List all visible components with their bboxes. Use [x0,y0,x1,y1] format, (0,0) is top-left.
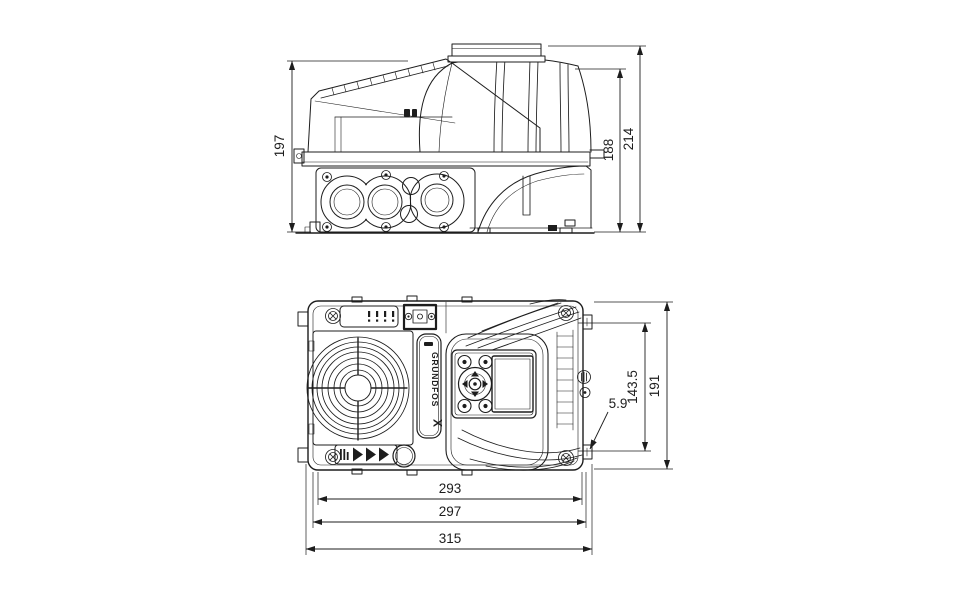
home-button [478,354,493,370]
dimension-5-9: 5.9 [589,396,628,450]
cooling-fan [306,330,414,446]
control-keypad [445,333,549,471]
dim-label-214: 214 [621,127,636,150]
dimension-188: 188 [575,68,646,233]
power-connector [402,303,438,331]
grundfos-logo-mark-icon: X [431,419,445,427]
dpad [457,366,493,402]
cable-gland-holes [329,177,454,223]
terminal-box [315,167,476,233]
terminal-box-screws [322,170,449,232]
dim-label-143-5: 143.5 [625,370,640,404]
cable-knockout-inner [395,447,413,465]
cover-vent-slats [331,62,436,96]
top-view-drawing: GRUNDFOS X [297,295,673,555]
ok-button [468,377,482,391]
function-buttons [457,354,493,414]
grundfos-logo-strip: GRUNDFOS X [416,333,445,439]
dim-label-293: 293 [439,481,462,496]
dpad-down-arrow-icon [471,391,479,397]
dim-label-5-9: 5.9 [609,396,628,411]
help-button [457,398,472,414]
display-screen-inner [494,358,531,410]
dpad-right-arrow-icon [482,380,488,388]
grundfos-logo: GRUNDFOS [430,352,440,407]
terminal-pins [368,311,395,322]
dim-label-315: 315 [439,531,462,546]
triple-arrow-icon [353,447,389,462]
cable-knockout [392,444,416,468]
flange-band [293,148,605,167]
menu-button [457,354,472,370]
control-cover [307,58,541,153]
side-view-drawing: 197 188 214 [272,43,646,234]
housing-ribs [457,299,583,471]
direction-label [334,444,398,465]
dim-label-188: 188 [601,139,616,162]
dimension-143-5: 143.5 [578,322,651,452]
back-button [478,398,493,414]
drain-hole-icon [579,387,591,398]
motor-fin-housing [418,57,592,153]
dim-label-191: 191 [647,375,662,398]
base-line [295,221,595,234]
motor-foot [469,165,593,234]
side-rib-ladder [556,329,574,431]
display-screen [491,355,534,413]
signal-terminal-strip [339,303,438,331]
dimension-191: 191 [594,301,673,470]
dimension-297: 297 [312,472,587,528]
dimension-315: 315 [305,464,593,555]
vent-icon [577,370,591,384]
dimension-293: 293 [317,472,583,505]
dim-label-197: 197 [272,135,287,158]
dimension-197: 197 [272,60,408,233]
dimension-214: 214 [548,45,646,233]
dpad-left-arrow-icon [462,380,468,388]
stripe-icon [340,449,349,460]
dim-label-297: 297 [439,504,462,519]
dpad-up-arrow-icon [471,371,479,377]
air-duct-collar [447,43,546,63]
